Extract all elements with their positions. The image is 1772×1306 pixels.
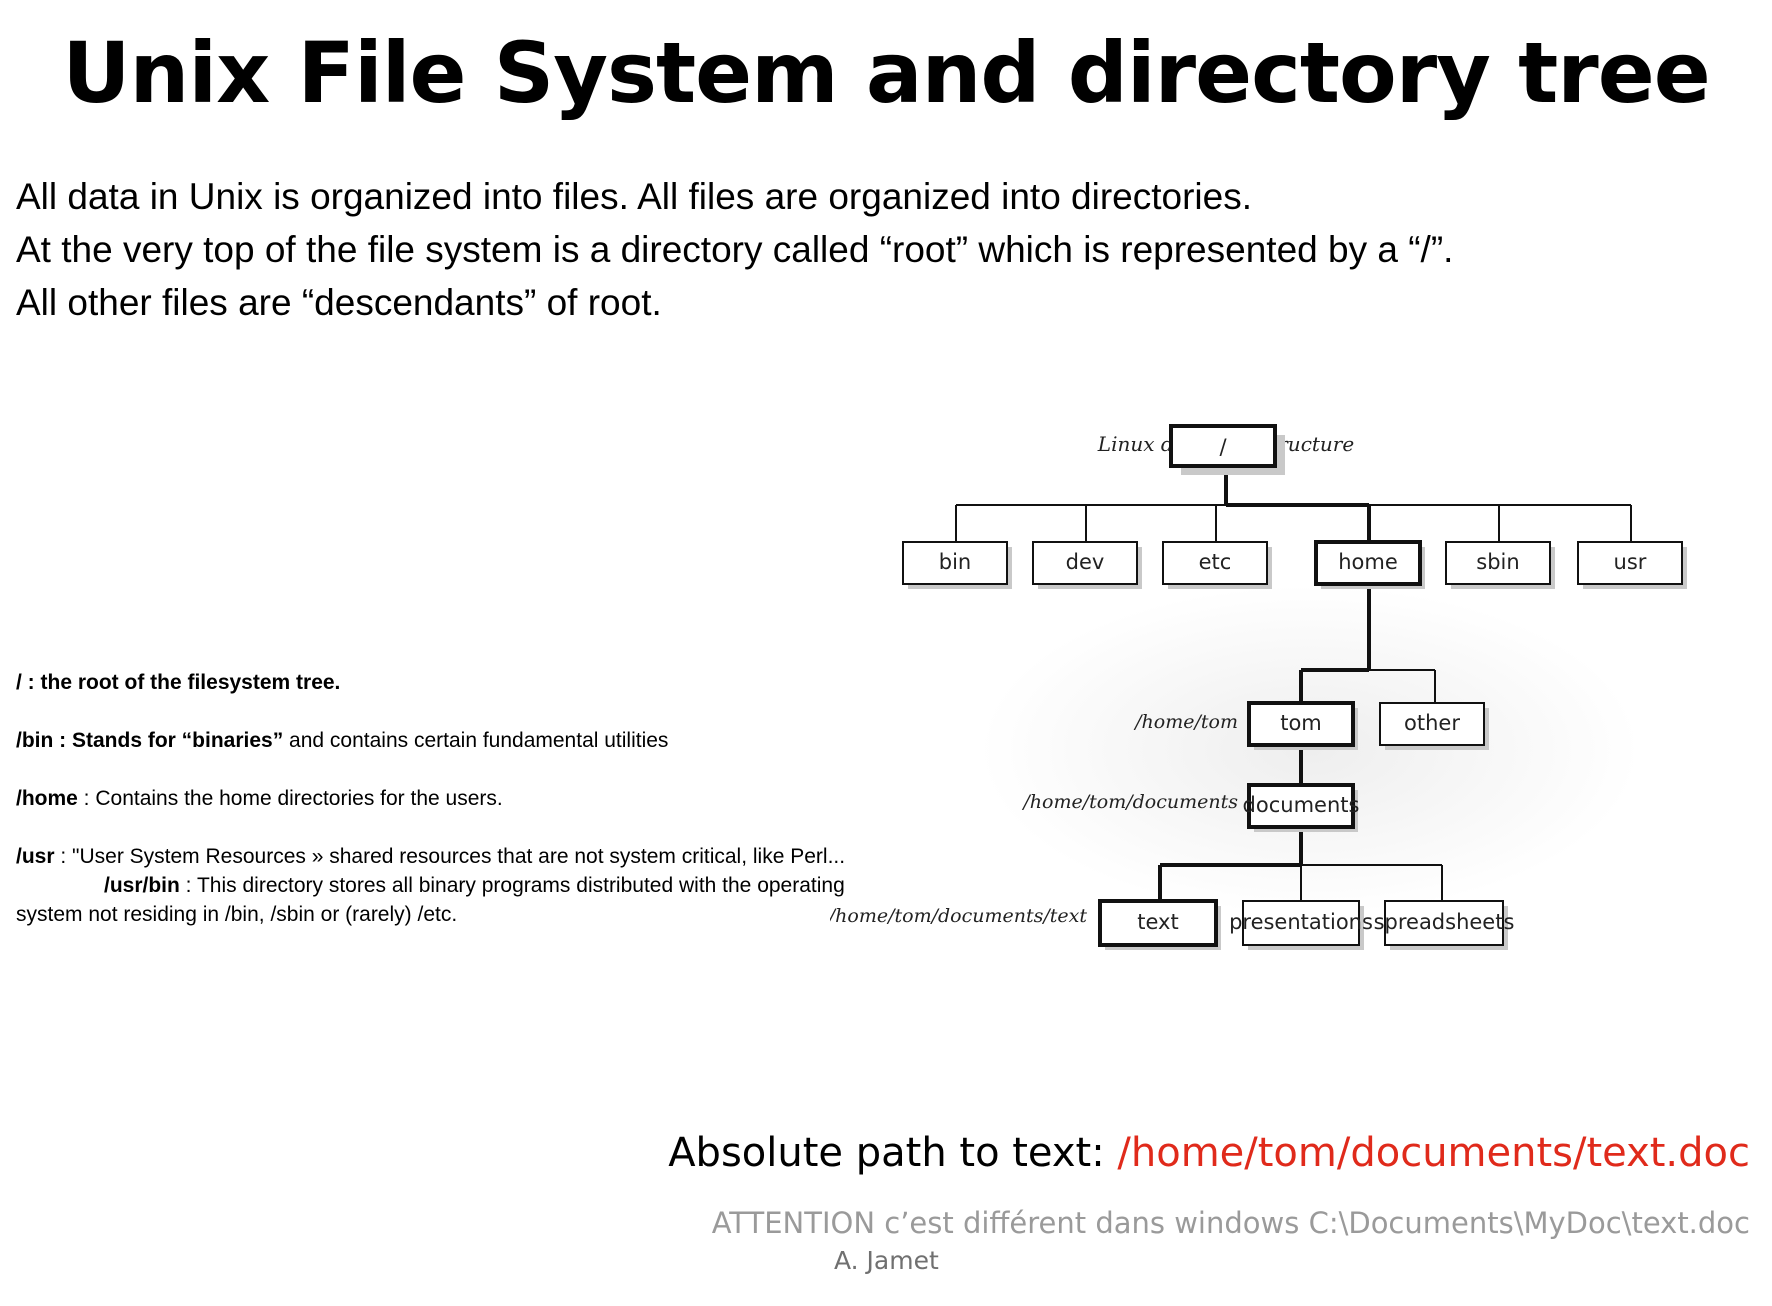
dir-label: home <box>1338 550 1398 574</box>
definition-term: /home <box>16 787 78 810</box>
dir-node-usr: usr <box>1577 541 1687 589</box>
dir-node-text: text <box>1098 899 1221 950</box>
dir-node-tom: tom <box>1247 701 1358 750</box>
dir-label: text <box>1137 910 1178 934</box>
path-label-text: /home/tom/documents/text <box>830 905 1087 927</box>
definition-usr: /usr : "User System Resources » shared r… <box>16 842 846 871</box>
absolute-path-value: /home/tom/documents/text.doc <box>1117 1130 1750 1176</box>
definition-term: /usr <box>16 845 55 868</box>
definition-text: : This directory stores all binary progr… <box>16 874 845 926</box>
page-title: Unix File System and directory tree <box>62 24 1710 122</box>
dir-node-etc: etc <box>1162 541 1272 589</box>
dir-label: / <box>1219 435 1227 459</box>
dir-label: presentations <box>1229 910 1373 934</box>
definition-home: /home : Contains the home directories fo… <box>16 784 846 813</box>
definition-term: /usr/bin <box>104 874 180 897</box>
dir-label: sbin <box>1476 550 1519 574</box>
directory-tree-diagram: Linux directory structure <box>830 420 1772 1080</box>
dir-node-other: other <box>1379 702 1489 750</box>
definitions-list: / : the root of the filesystem tree. /bi… <box>16 668 846 958</box>
dir-node-dev: dev <box>1032 541 1142 589</box>
definition-text: and contains certain fundamental utiliti… <box>283 729 669 752</box>
tree-connectors <box>955 466 1632 901</box>
dir-label: other <box>1404 711 1460 735</box>
dir-label: spreadsheets <box>1374 910 1515 934</box>
definition-root: / : the root of the filesystem tree. <box>16 668 846 697</box>
definition-usr-bin: /usr/bin : This directory stores all bin… <box>16 871 846 929</box>
path-label-documents: /home/tom/documents <box>1021 791 1238 813</box>
absolute-path-line: Absolute path to text: /home/tom/documen… <box>668 1130 1750 1176</box>
dir-label: bin <box>939 550 971 574</box>
dir-node-presentations: presentations <box>1229 900 1373 950</box>
dir-node-spreadsheets: spreadsheets <box>1374 900 1515 950</box>
directory-tree-svg: Linux directory structure <box>830 424 1687 950</box>
definition-term: / : the root of the filesystem tree. <box>16 671 341 694</box>
attention-note: ATTENTION c’est différent dans windows C… <box>711 1206 1750 1240</box>
definition-term: /bin : Stands for “binaries” <box>16 729 284 752</box>
absolute-path-label: Absolute path to text: <box>668 1130 1118 1176</box>
dir-node-sbin: sbin <box>1445 541 1555 589</box>
dir-label: usr <box>1614 550 1647 574</box>
dir-label: dev <box>1066 550 1105 574</box>
definition-text: : Contains the home directories for the … <box>77 787 503 810</box>
dir-label: tom <box>1280 711 1322 735</box>
dir-node-documents: documents <box>1243 783 1360 832</box>
intro-line: At the very top of the file system is a … <box>16 229 1454 270</box>
dir-node-bin: bin <box>902 541 1012 589</box>
dir-label: etc <box>1199 550 1232 574</box>
intro-line: All other files are “descendants” of roo… <box>16 282 662 323</box>
intro-line: All data in Unix is organized into files… <box>16 176 1253 217</box>
dir-label: documents <box>1243 793 1360 817</box>
definition-bin: /bin : Stands for “binaries” and contain… <box>16 726 846 755</box>
author-name: A. Jamet <box>834 1246 939 1275</box>
dir-node-home: home <box>1314 540 1425 589</box>
definition-text: : "User System Resources » shared resour… <box>54 845 846 868</box>
intro-text: All data in Unix is organized into files… <box>16 170 1756 329</box>
path-label-tom: /home/tom <box>1133 711 1238 733</box>
dir-node-root: / <box>1169 424 1285 475</box>
